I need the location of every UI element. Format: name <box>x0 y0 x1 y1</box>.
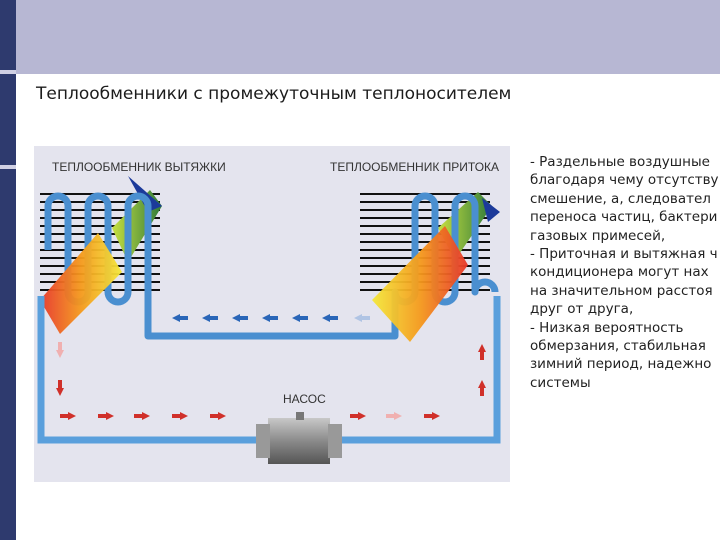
text-line: благодаря чему отсутству <box>530 172 719 189</box>
text-line: зимний период, надежно <box>530 356 712 373</box>
text-line: - Приточная и вытяжная ч <box>530 246 718 263</box>
text-line: газовых примесей, <box>530 227 666 244</box>
text-line: кондиционера могут нах <box>530 264 709 281</box>
cold-flow-arrows <box>172 314 370 322</box>
airflow-tip-right <box>482 198 500 222</box>
text-line: на значительном расстоя <box>530 282 713 299</box>
vertical-flow-arrows <box>56 342 486 396</box>
left-decor-band <box>0 0 16 540</box>
text-line: переноса частиц, бактери <box>530 209 718 226</box>
hot-air-wedge-left <box>40 233 122 334</box>
text-line: - Низкая вероятность <box>530 319 684 336</box>
text-line: обмерзания, стабильная <box>530 338 706 355</box>
pump-label: НАСОС <box>283 392 326 406</box>
slide-title: Теплообменники с промежуточным теплоноси… <box>36 84 512 104</box>
text-line: системы <box>530 374 591 391</box>
supply-exchanger-label: ТЕПЛООБМЕННИК ПРИТОКА <box>330 160 499 174</box>
text-line: друг от друга, <box>530 301 634 318</box>
hot-air-wedge-right <box>372 226 468 342</box>
advantages-text: - Раздельные воздушные благодаря чему от… <box>530 153 720 392</box>
text-line: смешение, а, следовател <box>530 190 711 207</box>
airflow-tip-left <box>128 176 162 212</box>
pump <box>256 412 342 464</box>
hot-flow-arrows <box>60 412 440 420</box>
exhaust-exchanger-label: ТЕПЛООБМЕННИК ВЫТЯЖКИ <box>52 160 226 174</box>
text-line: - Раздельные воздушные <box>530 154 710 170</box>
